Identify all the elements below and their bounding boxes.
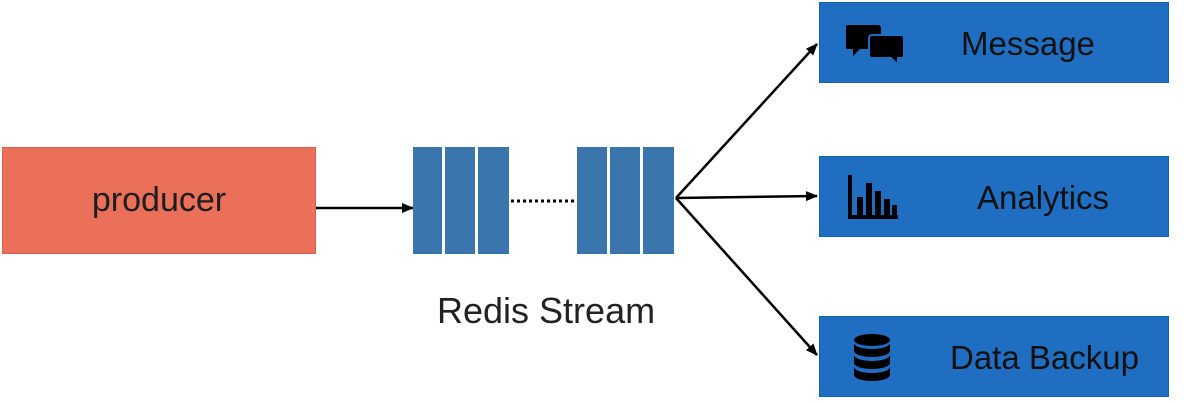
- consumer-backup-box: Data Backup: [819, 316, 1169, 397]
- producer-box: producer: [2, 147, 316, 254]
- chat-bubbles-icon: [846, 25, 905, 68]
- stream-slot-6: [643, 147, 674, 254]
- stream-slot-4: [577, 147, 607, 254]
- stream-to-message-arrow: [675, 43, 818, 199]
- stream-slot-1: [413, 147, 442, 254]
- stream-to-analytics-arrow: [675, 191, 818, 202]
- consumer-analytics-label: Analytics: [977, 179, 1110, 216]
- stream-to-backup-arrow: [675, 197, 818, 356]
- consumer-backup-label: Data Backup: [950, 339, 1139, 376]
- database-icon: [854, 334, 890, 381]
- bar-chart-icon: [848, 175, 898, 219]
- stream-slot-5: [610, 147, 640, 254]
- stream-label: Redis Stream: [437, 290, 656, 331]
- consumer-message-box: Message: [819, 2, 1169, 83]
- consumer-message-label: Message: [961, 25, 1095, 62]
- stream-slot-3: [478, 147, 509, 254]
- consumer-analytics-box: Analytics: [819, 156, 1169, 237]
- stream-slot-2: [445, 147, 475, 254]
- producer-label: producer: [91, 181, 227, 219]
- stream-queue: [413, 147, 674, 254]
